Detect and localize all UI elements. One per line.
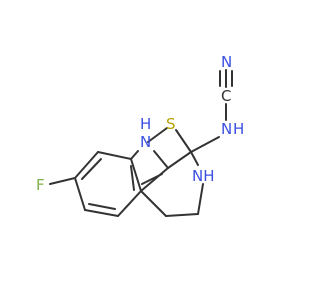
bond <box>153 150 169 169</box>
bond <box>84 209 119 217</box>
piperidine-nh-label: NH <box>192 167 215 185</box>
bond <box>130 150 139 160</box>
fluorine-label: F <box>36 176 45 194</box>
bond <box>117 190 142 217</box>
bond <box>175 129 192 153</box>
amine-nitrogen-label: N <box>221 120 232 138</box>
bond <box>130 158 142 192</box>
bond <box>190 136 220 153</box>
bond <box>140 190 167 217</box>
ring-nh-nitrogen-label: N <box>140 133 151 151</box>
bond <box>147 127 168 143</box>
nitrile-nitrogen-label: N <box>221 53 232 71</box>
molecule-structure: F H N NH S N H C N <box>36 53 244 217</box>
bond <box>97 151 132 160</box>
bond <box>167 151 192 169</box>
bond <box>141 173 163 185</box>
ring-nh-hydrogen-label: H <box>140 115 151 133</box>
bond <box>74 151 99 179</box>
bond <box>197 183 204 215</box>
bond <box>88 203 116 210</box>
sulfur-label: S <box>166 115 176 133</box>
bond <box>49 177 76 185</box>
bond <box>190 151 199 166</box>
bond <box>165 213 199 217</box>
amine-hydrogen-label: H <box>233 120 244 138</box>
bond <box>130 165 135 191</box>
bond <box>74 177 86 211</box>
bond <box>140 167 169 192</box>
bond <box>81 158 102 180</box>
nitrile-carbon-label: C <box>221 87 231 105</box>
